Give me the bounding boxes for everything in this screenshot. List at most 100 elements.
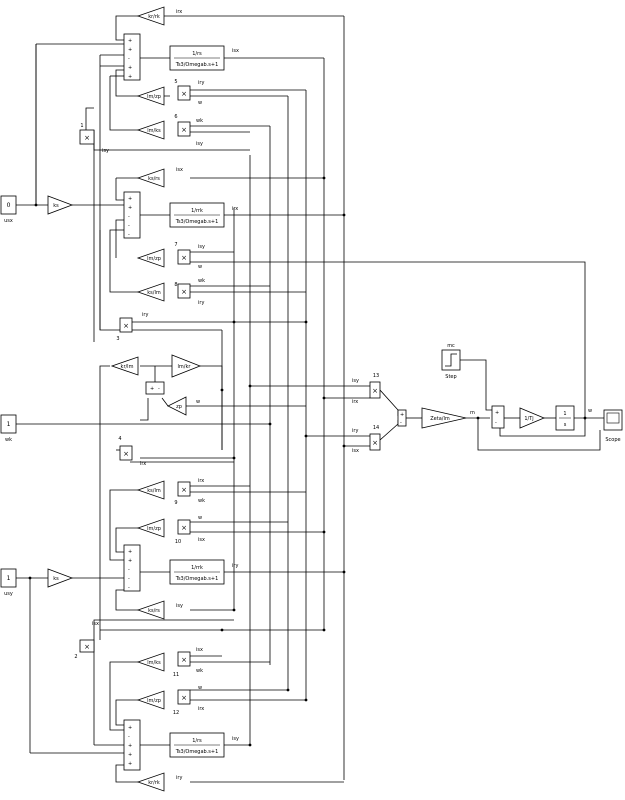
product-block-13[interactable]: × 13	[369, 373, 381, 399]
product-block-4[interactable]: × 4	[118, 436, 133, 461]
svg-text:2: 2	[74, 654, 77, 660]
gain-lm-ks-bottom[interactable]: lm/ks	[136, 652, 165, 672]
svg-text:s: s	[564, 422, 567, 428]
svg-text:×: ×	[181, 694, 187, 702]
product-block-9[interactable]: × 9	[174, 481, 191, 506]
tf-rotor-lower[interactable]: 1/rrk Ts3/Omegab.s+1	[169, 559, 225, 585]
step-top-label: mc	[447, 343, 455, 349]
svg-text:11: 11	[173, 672, 179, 678]
svg-text:lm/zp: lm/zp	[147, 94, 161, 100]
product-block-1[interactable]: × 1	[79, 123, 95, 145]
gain-lm-kr[interactable]: lm/kr	[171, 354, 202, 378]
sum-block-5[interactable]: + - + + +	[123, 719, 141, 771]
sum-block-4[interactable]: + + - - -	[123, 544, 141, 592]
svg-text:+: +	[128, 47, 132, 53]
svg-text:3: 3	[116, 336, 119, 342]
svg-text:isy: isy	[196, 141, 203, 147]
svg-text:Ts3/Omegab.s+1: Ts3/Omegab.s+1	[175, 219, 219, 225]
svg-text:iry: iry	[198, 300, 204, 306]
gain-kr-rk-top[interactable]: kr/rk	[136, 6, 165, 26]
scope-block[interactable]: Scope	[603, 409, 623, 443]
input-usy[interactable]: 1 usy	[0, 568, 17, 597]
svg-text:-: -	[128, 567, 130, 573]
gain-kr-lm[interactable]: kr/lm	[110, 356, 139, 376]
svg-text:isx: isx	[92, 621, 99, 627]
svg-text:Ts3/Omegab.s+1: Ts3/Omegab.s+1	[175, 576, 219, 582]
gain-ks-rs-upper[interactable]: ks/rs	[136, 168, 165, 188]
wire-bus	[8, 15, 604, 783]
svg-text:×: ×	[181, 254, 187, 262]
sum-block-mechanical[interactable]: + -	[491, 405, 505, 429]
svg-text:lm/ks: lm/ks	[147, 660, 161, 666]
gain-lm-zp-bottom[interactable]: lm/zp	[136, 690, 165, 710]
wk-value: 1	[7, 421, 11, 428]
svg-text:irx: irx	[176, 9, 182, 15]
svg-text:1/rrk: 1/rrk	[191, 208, 203, 214]
product-block-11[interactable]: × 11	[173, 651, 191, 678]
integrator[interactable]: 1 s	[555, 405, 575, 431]
svg-text:isx: isx	[352, 448, 359, 454]
product-block-7[interactable]: × 7	[174, 242, 191, 265]
svg-text:-: -	[400, 420, 402, 426]
gain-lm-zp-lower[interactable]: lm/zp	[136, 518, 165, 538]
gain-ks-rs-lower[interactable]: ks/rs	[136, 600, 165, 620]
input-usx[interactable]: 0 usx	[0, 195, 17, 224]
tf-rotor-upper[interactable]: 1/rrk Ts3/Omegab.s+1	[169, 202, 225, 228]
svg-text:irx: irx	[232, 206, 238, 212]
svg-text:1/rs: 1/rs	[192, 738, 202, 744]
svg-text:Ts3/Omegab.s+1: Ts3/Omegab.s+1	[175, 749, 219, 755]
product-block-12[interactable]: × 12	[173, 689, 191, 716]
gain-ks-lm-lower[interactable]: ks/lm	[136, 480, 165, 500]
svg-text:isx: isx	[196, 647, 203, 653]
svg-text:12: 12	[173, 710, 179, 716]
step-block[interactable]: mc Step	[441, 343, 461, 380]
gain-lm-zp-top[interactable]: lm/zp	[136, 86, 165, 106]
product-block-6[interactable]: × 6	[174, 114, 191, 137]
svg-text:×: ×	[84, 643, 90, 651]
product-block-3[interactable]: × 3	[116, 317, 133, 342]
usx-value: 0	[7, 202, 11, 209]
svg-text:13: 13	[373, 373, 379, 379]
svg-text:-: -	[128, 223, 130, 229]
svg-text:-: -	[128, 214, 130, 220]
tf-stator-top[interactable]: 1/rs Ts3/Omegab.s+1	[169, 45, 225, 71]
svg-text:×: ×	[84, 134, 90, 142]
gain-zp[interactable]: zp	[167, 396, 187, 416]
sum-block-torque[interactable]: + -	[397, 409, 407, 427]
svg-text:ks/rs: ks/rs	[148, 176, 160, 182]
svg-text:w: w	[198, 100, 202, 106]
svg-text:×: ×	[123, 322, 129, 330]
svg-text:irx: irx	[140, 461, 146, 467]
svg-text:×: ×	[123, 450, 129, 458]
gain-kr-rk-bottom[interactable]: kr/rk	[136, 772, 165, 792]
product-block-8[interactable]: × 8	[174, 282, 191, 299]
svg-text:×: ×	[181, 90, 187, 98]
svg-text:wk: wk	[198, 278, 205, 284]
svg-text:1/Tj: 1/Tj	[524, 416, 533, 422]
svg-text:lm/ks: lm/ks	[147, 128, 161, 134]
sum-block-3[interactable]: + -	[145, 381, 165, 395]
svg-text:+: +	[128, 74, 132, 80]
product-block-14[interactable]: × 14	[369, 425, 381, 451]
sum-block-1[interactable]: + + - + +	[123, 33, 141, 81]
svg-text:iry: iry	[352, 428, 358, 434]
gain-zeta-lm[interactable]: Zeta/lm	[421, 407, 467, 429]
gain-inv-tj[interactable]: 1/Tj	[519, 407, 546, 429]
product-block-10[interactable]: × 10	[175, 519, 191, 545]
input-wk[interactable]: 1 wk	[0, 414, 17, 443]
svg-text:iry: iry	[142, 312, 148, 318]
gain-ks-lm-upper[interactable]: ks/lm	[136, 282, 165, 302]
svg-text:m: m	[470, 410, 475, 416]
gain-ks-usx[interactable]: ks	[47, 195, 74, 215]
svg-text:+: +	[400, 412, 404, 418]
tf-stator-bottom[interactable]: 1/rs Ts3/Omegab.s+1	[169, 732, 225, 758]
sum-block-2[interactable]: + + - - -	[123, 191, 141, 239]
svg-text:+: +	[128, 196, 132, 202]
svg-text:9: 9	[174, 500, 177, 506]
gain-lm-ks-top[interactable]: lm/ks	[136, 120, 165, 140]
gain-lm-zp-upper[interactable]: lm/zp	[136, 248, 165, 268]
svg-text:ks: ks	[53, 203, 59, 209]
product-block-2[interactable]: × 2	[74, 639, 95, 660]
product-block-5[interactable]: × 5	[174, 79, 191, 101]
gain-ks-usy[interactable]: ks	[47, 568, 74, 588]
